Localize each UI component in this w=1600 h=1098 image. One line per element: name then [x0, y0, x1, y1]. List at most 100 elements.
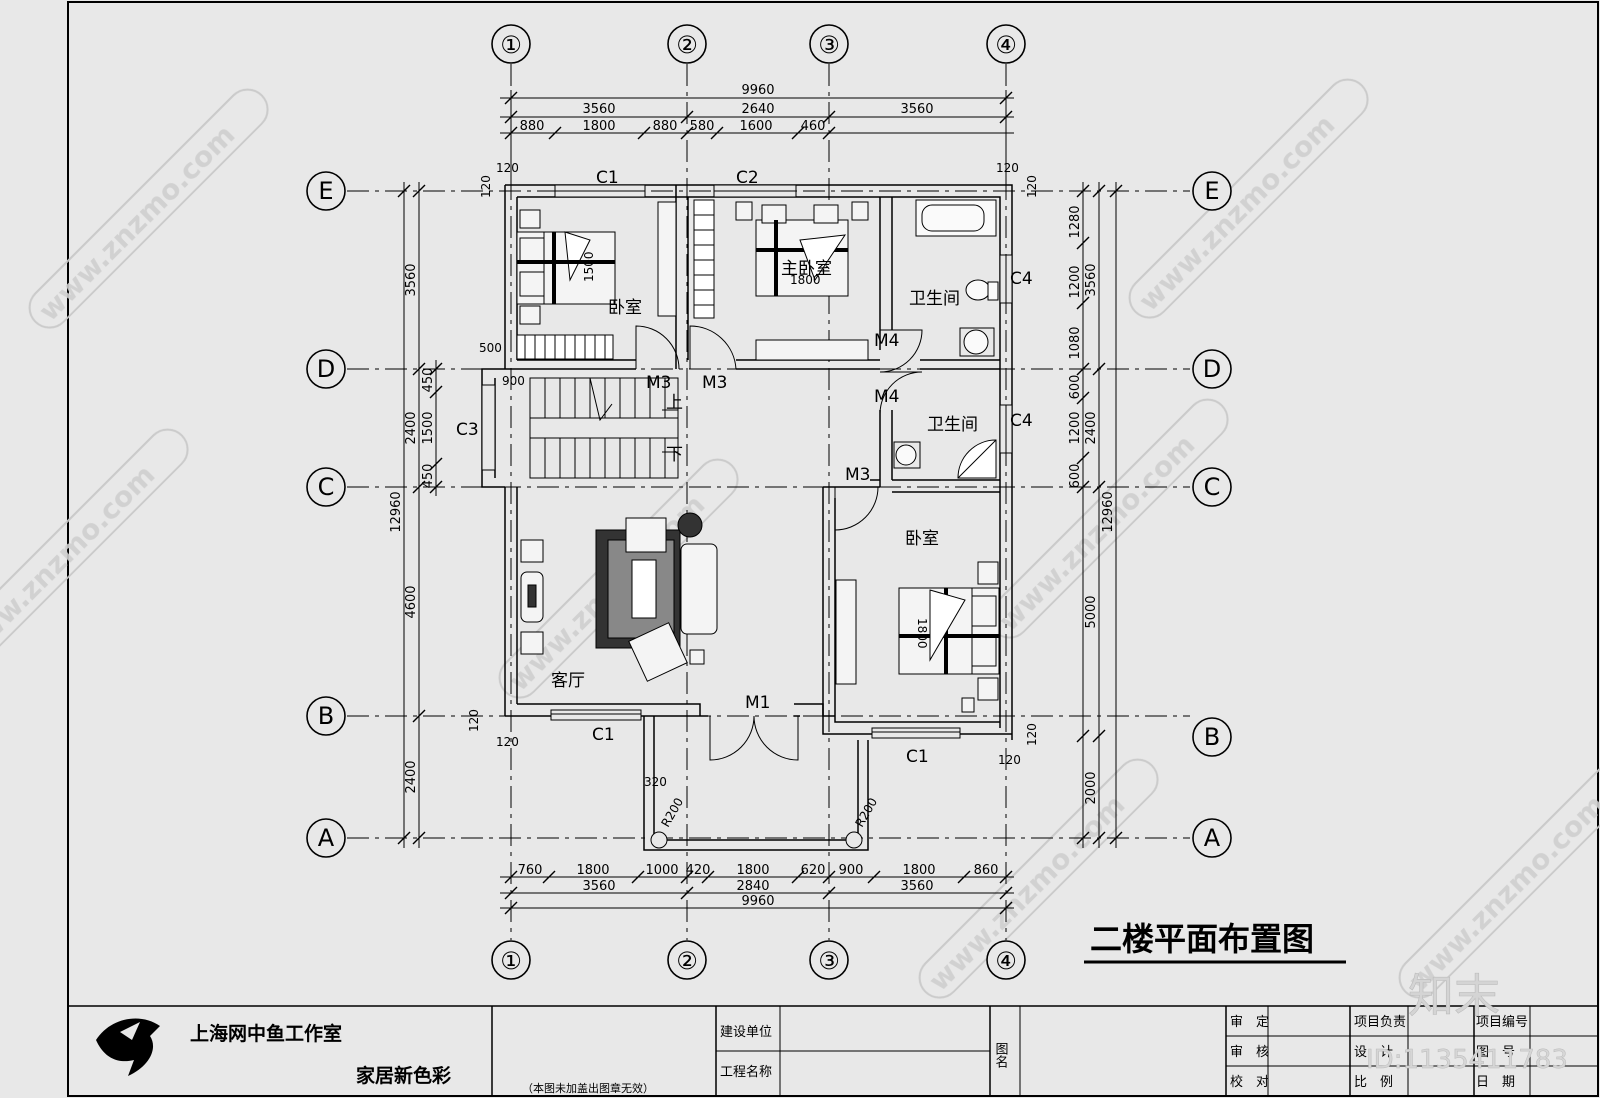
windows — [481, 184, 1013, 739]
dim-text: 860 — [974, 863, 999, 878]
dim-text: 2400 — [404, 411, 419, 444]
dim-text: 3560 — [404, 263, 419, 296]
dim-text: 2840 — [736, 879, 769, 894]
axis-bubble — [809, 24, 849, 64]
title-block — [67, 1005, 1599, 1097]
axis-label-col: ④ — [995, 31, 1017, 59]
axis-bubble — [491, 24, 531, 64]
door-label: M3 — [702, 373, 727, 393]
studio-name: 上海网中鱼工作室 — [190, 1022, 342, 1045]
living-furniture — [520, 512, 718, 682]
date-label: 日 期 — [1476, 1075, 1515, 1090]
right-dimensions — [1076, 182, 1123, 848]
dim-text: 580 — [690, 119, 715, 134]
radius-label: R200 — [852, 795, 880, 829]
brand-watermark: 知末 — [1408, 969, 1500, 1023]
studio-logo-icon — [96, 1018, 160, 1076]
opening-labels: C1 C2 C3 C4 C4 C1 C1 M1 M3 M3 M3 M4 M4 — [456, 168, 1033, 767]
dim-text: 120 — [496, 735, 519, 749]
dim-text: 2640 — [741, 102, 774, 117]
axis-bubble — [491, 940, 531, 980]
project-no-label: 项目编号 — [1476, 1015, 1528, 1030]
axis-label-row: E — [1204, 177, 1219, 205]
room-label-living: 客厅 — [551, 671, 585, 691]
axis-label-row: A — [318, 824, 335, 852]
bed-master — [693, 199, 869, 361]
dim-text: 420 — [686, 863, 711, 878]
dim-text: 120 — [996, 161, 1019, 175]
design-label: 设 计 — [1354, 1045, 1393, 1060]
dim-text: 1500 — [421, 411, 436, 444]
axis-label-col: ③ — [818, 31, 840, 59]
axis-bubble — [306, 349, 346, 389]
dim-text: 600 — [1068, 464, 1083, 489]
axis-bubble — [306, 171, 346, 211]
balcony-posts — [650, 831, 863, 849]
bottom-dimensions — [500, 870, 1014, 915]
dim-text: 120 — [1025, 723, 1039, 746]
dim-text: 120 — [1025, 175, 1039, 198]
axis-label-col: ③ — [818, 947, 840, 975]
door-label: M4 — [874, 331, 899, 351]
svg-text:www.znzmo.com: www.znzmo.com — [32, 118, 241, 327]
dim-text: 450 — [421, 368, 436, 393]
walls — [481, 184, 1013, 851]
dim-text: 320 — [644, 775, 667, 789]
dim-text: 1800 — [915, 618, 929, 649]
axis-bubble — [809, 940, 849, 980]
dim-text: 1600 — [739, 119, 772, 134]
dim-text: 1800 — [790, 273, 821, 287]
axis-label-row: E — [318, 177, 333, 205]
dim-text: 880 — [520, 119, 545, 134]
axis-bubbles-top — [306, 24, 1232, 980]
dim-text: 1200 — [1068, 265, 1083, 298]
bed-bedroom-2 — [835, 561, 1000, 713]
axis-label-row: D — [1203, 355, 1221, 383]
room-label-master: 主卧室 — [781, 259, 832, 279]
dim-text: 120 — [479, 175, 493, 198]
dim-text: 9960 — [741, 894, 774, 909]
construction-unit-label: 建设单位 — [720, 1025, 772, 1040]
window-label: C1 — [596, 168, 619, 188]
axis-bubble — [986, 24, 1026, 64]
axis-label-row: A — [1204, 824, 1221, 852]
window-label: C2 — [736, 168, 759, 188]
axis-bubble — [1192, 349, 1232, 389]
dim-text: 900 — [839, 863, 864, 878]
bath-fixtures-1 — [915, 199, 999, 357]
room-label-bedroom-2: 卧室 — [905, 529, 939, 549]
axis-bubble — [306, 467, 346, 507]
axis-label-row: B — [1204, 723, 1220, 751]
dim-text: 600 — [1068, 375, 1083, 400]
axis-bubble — [1192, 818, 1232, 858]
sheet-border — [67, 1, 1599, 1097]
dim-text: 450 — [421, 464, 436, 489]
dim-text: 1800 — [902, 863, 935, 878]
dim-text: 4600 — [404, 585, 419, 618]
doors — [635, 325, 923, 761]
axis-labels: ① ② ③ ④ ① ② ③ ④ E D C B A E D C B A — [317, 31, 1221, 975]
axis-label-col: ② — [676, 31, 698, 59]
dim-text: 5000 — [1084, 595, 1099, 628]
dim-text: 1500 — [582, 251, 596, 282]
dim-text: 3560 — [900, 879, 933, 894]
bottom-dim-text: 760 1800 1000 420 1800 620 900 1800 860 … — [518, 863, 999, 909]
window-label: C4 — [1010, 269, 1033, 289]
wardrobe-bedroom-1 — [516, 334, 614, 360]
dim-text: 760 — [518, 863, 543, 878]
dim-text: 12960 — [389, 491, 404, 532]
svg-text:www.znzmo.com: www.znzmo.com — [1402, 788, 1600, 997]
dim-text: 620 — [801, 863, 826, 878]
dim-text: 2400 — [1084, 411, 1099, 444]
door-label: M3 — [845, 465, 870, 485]
scale-label: 比 例 — [1354, 1075, 1393, 1090]
drawing-name-label: 图名 — [993, 1042, 1009, 1068]
axis-bubble — [1192, 717, 1232, 757]
stamp-note: （本图未加盖出图章无效） — [522, 1081, 654, 1095]
project-lead-label: 项目负责 — [1354, 1015, 1406, 1030]
dim-text: 3560 — [582, 102, 615, 117]
stair-treads — [544, 378, 666, 478]
axis-bubble — [306, 696, 346, 736]
left-dimensions — [397, 182, 443, 848]
